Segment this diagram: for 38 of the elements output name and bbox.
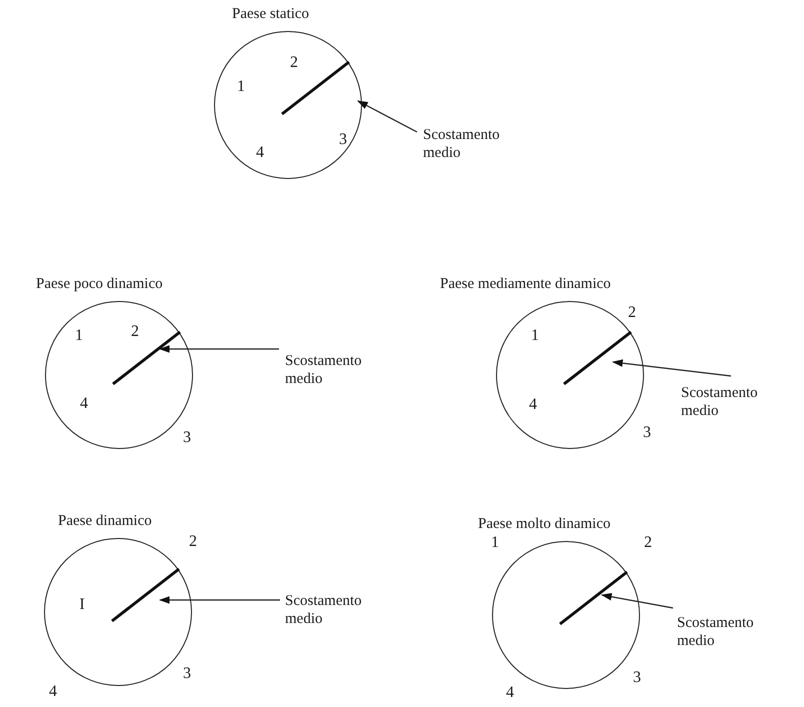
sector-number: 4 — [49, 683, 57, 701]
arrow — [158, 596, 280, 604]
panel-title: Paese poco dinamico — [36, 275, 163, 293]
panel-title: Paese mediamente dinamico — [440, 275, 611, 293]
radius-line — [112, 569, 179, 621]
radius-line — [560, 572, 627, 624]
arrow — [158, 345, 279, 353]
radius-line — [564, 332, 631, 384]
note: Scostamento medio — [285, 592, 395, 628]
sector-number: 2 — [189, 533, 197, 551]
arrow — [600, 593, 674, 609]
note: Scostamento medio — [423, 126, 533, 162]
sector-number: 3 — [633, 669, 641, 687]
sector-number: 3 — [183, 429, 191, 447]
panel-title: Paese molto dinamico — [478, 515, 610, 533]
note: Scostamento medio — [285, 352, 395, 388]
sector-number: I — [79, 596, 85, 614]
sector-number: 2 — [644, 534, 652, 552]
sector-number: 3 — [339, 131, 347, 149]
panel-title: Paese statico — [232, 5, 310, 23]
sector-number: 4 — [80, 395, 88, 413]
arrow — [612, 359, 732, 377]
sector-number: 2 — [131, 323, 139, 341]
sector-number: 2 — [290, 54, 298, 72]
sector-number: 1 — [491, 534, 499, 552]
sector-number: 4 — [506, 684, 514, 702]
sector-number: 1 — [75, 327, 83, 345]
sector-number: 2 — [628, 304, 636, 322]
sector-number: 4 — [529, 396, 537, 414]
sector-number: 1 — [237, 78, 245, 96]
note: Scostamento medio — [677, 614, 787, 650]
panel-title: Paese dinamico — [58, 512, 152, 530]
arrow — [357, 100, 418, 133]
note: Scostamento medio — [681, 384, 791, 420]
sector-number: 3 — [183, 665, 191, 683]
sector-number: 4 — [256, 144, 264, 162]
sector-number: 3 — [643, 424, 651, 442]
sector-number: 1 — [531, 327, 539, 345]
